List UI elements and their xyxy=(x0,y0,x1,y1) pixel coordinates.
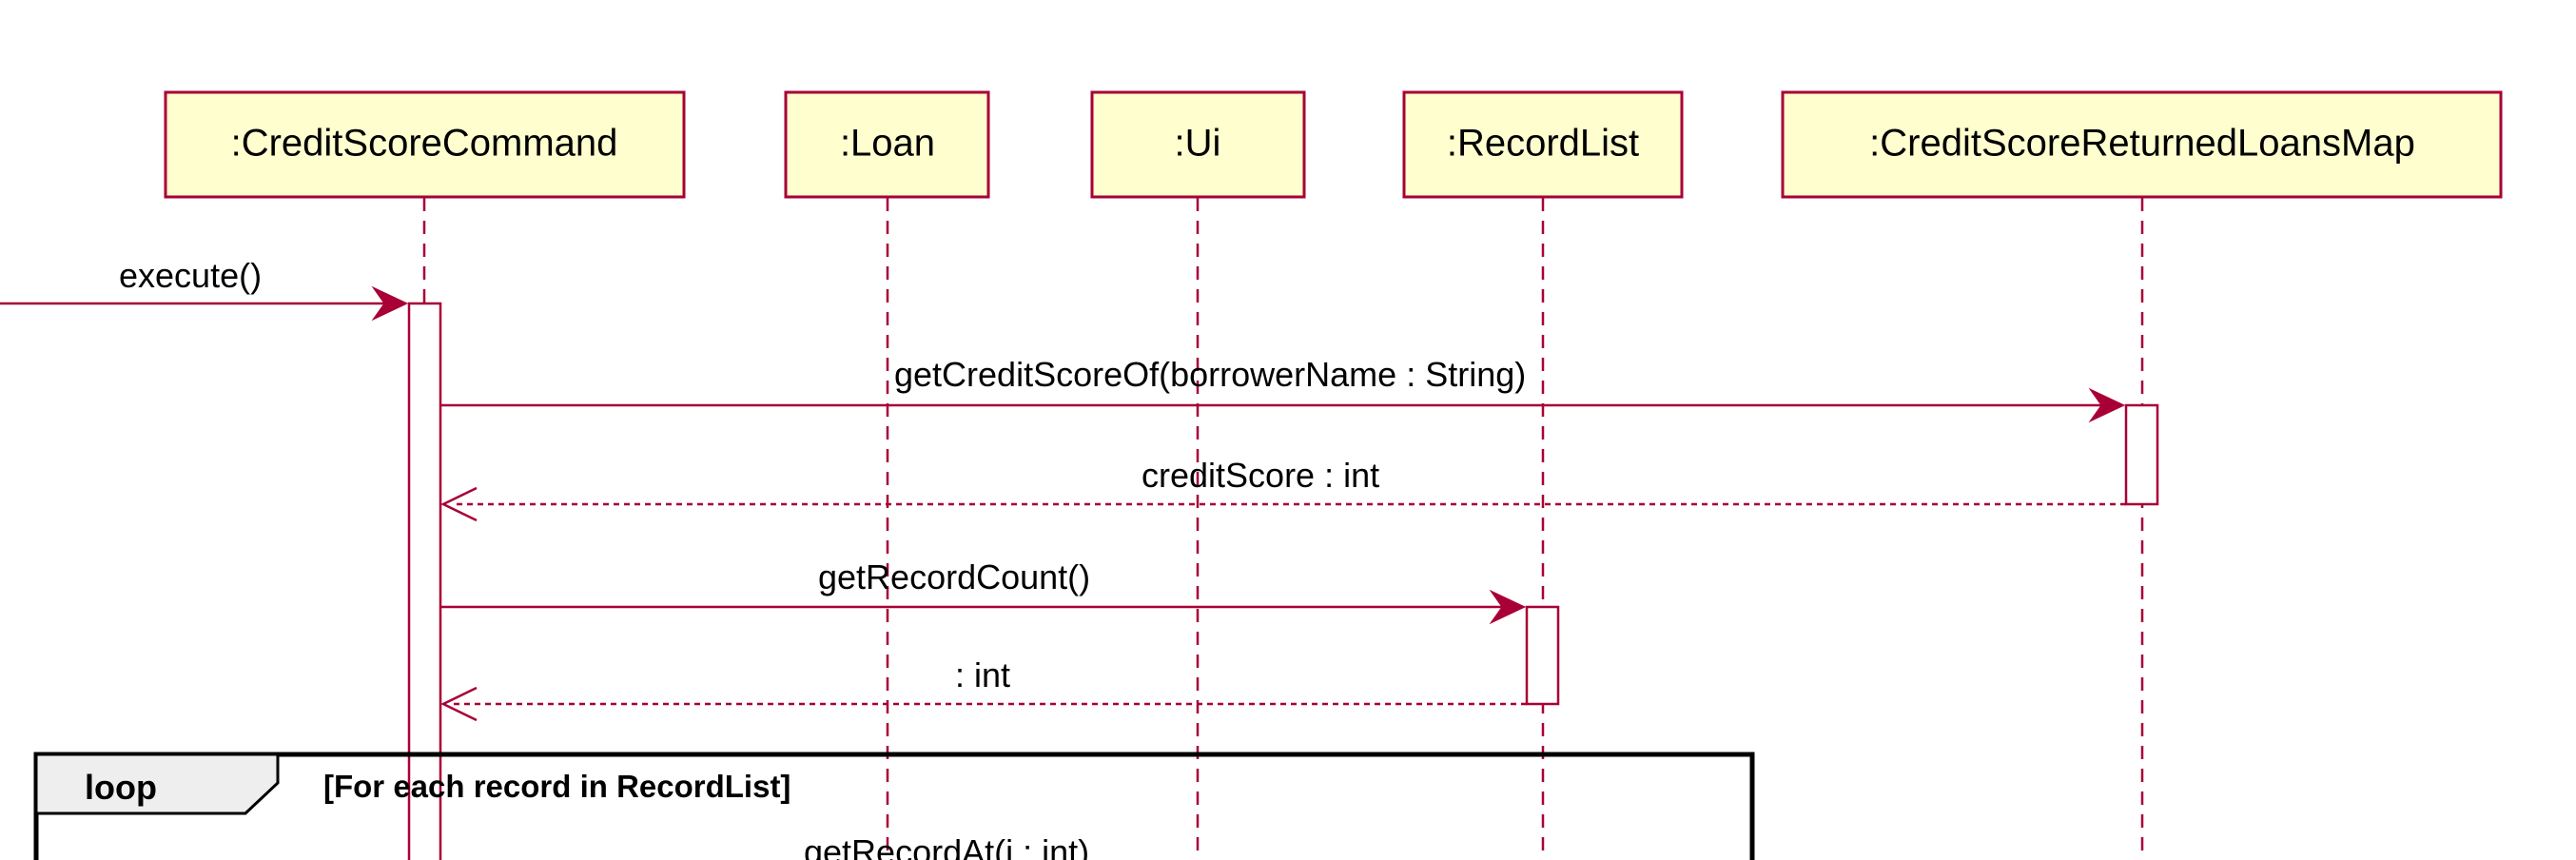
participant-label: :Ui xyxy=(1175,123,1221,165)
activation-creditscorecommand xyxy=(407,302,442,860)
message-label: execute() xyxy=(119,256,262,295)
message-execute: execute() xyxy=(0,256,409,322)
message-getrecordcount: getRecordCount() xyxy=(440,557,1527,625)
activation-recordlist xyxy=(1525,605,1560,706)
message-return-int: : int xyxy=(440,655,1527,722)
loop-frame: loop [For each record in RecordList] xyxy=(33,752,1755,860)
participant-label: :CreditScoreReturnedLoansMap xyxy=(1869,123,2415,165)
participant-creditscorereturnedloansmap: :CreditScoreReturnedLoansMap xyxy=(1781,90,2503,199)
message-label: getRecordAt(i : int) xyxy=(804,832,1089,860)
message-label: getCreditScoreOf(borrowerName : String) xyxy=(894,355,1526,394)
participant-recordlist: :RecordList xyxy=(1402,90,1684,199)
participant-label: :CreditScoreCommand xyxy=(231,123,618,165)
message-label: : int xyxy=(955,655,1010,694)
participant-loan: :Loan xyxy=(784,90,990,199)
participant-label: :RecordList xyxy=(1447,123,1639,165)
message-getrecordat: getRecordAt(i : int) xyxy=(804,832,1089,860)
message-return-creditscore: creditScore : int xyxy=(440,456,2126,522)
message-label: creditScore : int xyxy=(1142,456,1379,495)
message-getcreditscoreof: getCreditScoreOf(borrowerName : String) xyxy=(440,355,2126,423)
participant-label: :Loan xyxy=(840,123,935,165)
loop-frame-guard: [For each record in RecordList] xyxy=(323,769,790,804)
participant-creditscorecommand: :CreditScoreCommand xyxy=(164,90,686,199)
participant-ui: :Ui xyxy=(1090,90,1306,199)
loop-frame-keyword: loop xyxy=(85,768,157,807)
message-label: getRecordCount() xyxy=(818,557,1090,596)
activation-creditscorereturnedloansmap xyxy=(2124,403,2159,506)
